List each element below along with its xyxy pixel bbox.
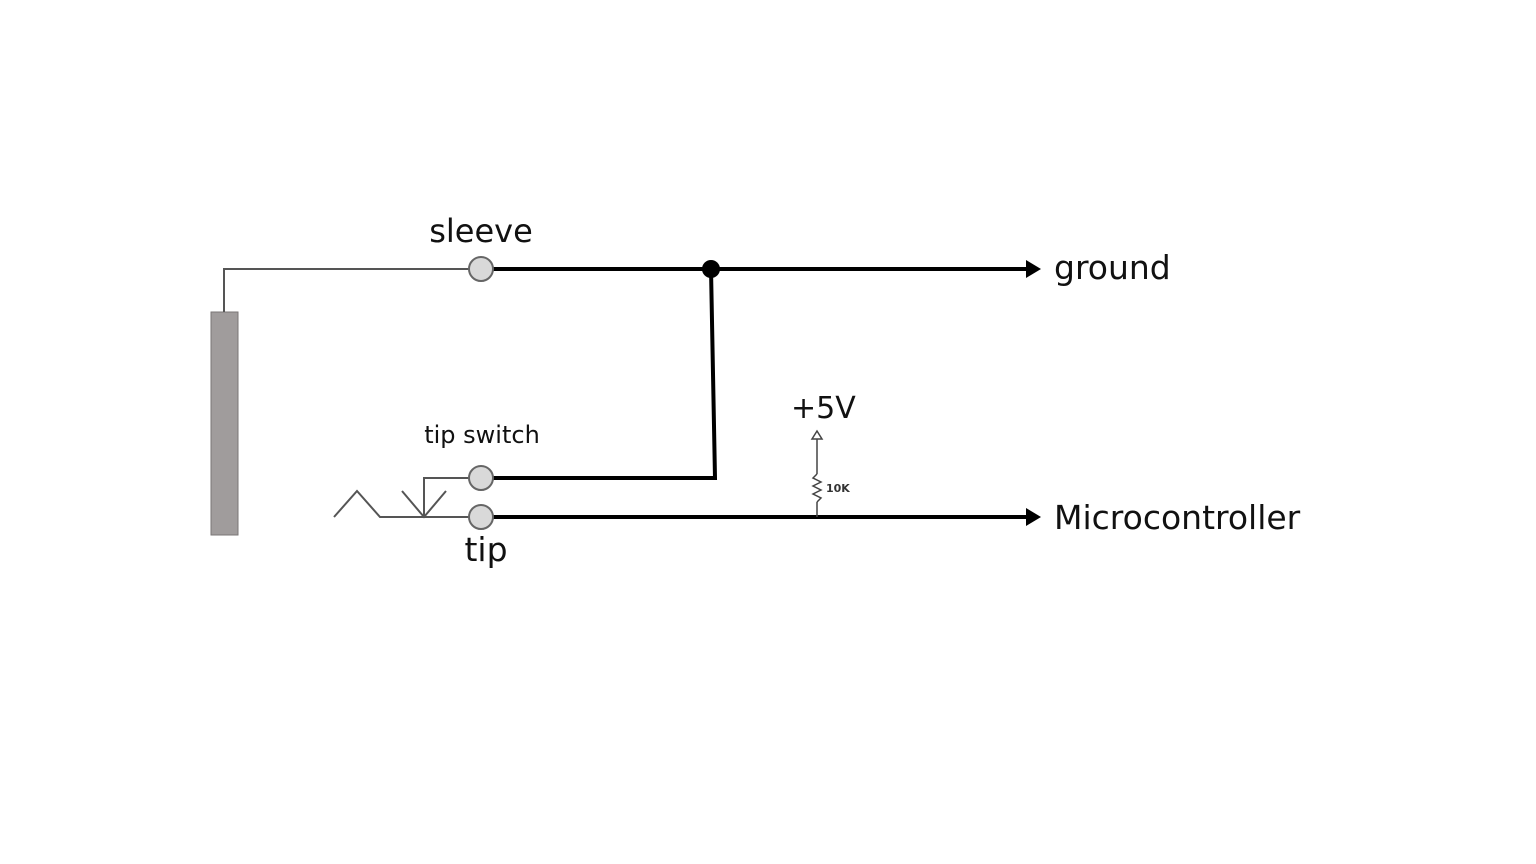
tip-switch-wire: [492, 268, 718, 480]
ground-arrow-icon: [1026, 260, 1041, 278]
ground-junction-dot: [702, 260, 720, 278]
microcontroller-label: Microcontroller: [1054, 498, 1301, 537]
jack-sleeve-lead: [223, 268, 470, 312]
sleeve-label: sleeve: [429, 212, 533, 250]
jack-tip-spring: [333, 489, 470, 518]
tip-switch-label: tip switch: [424, 421, 540, 449]
resistor-value-label: 10K: [826, 482, 850, 495]
tip-switch-terminal: [468, 465, 494, 491]
supply-arrow-icon: [810, 429, 824, 440]
jack-tip-switch-lead: [423, 477, 470, 517]
jack-sleeve-body: [210, 311, 239, 536]
tip-terminal: [468, 504, 494, 530]
sleeve-terminal: [468, 256, 494, 282]
ground-label: ground: [1054, 248, 1171, 287]
supply-label: +5V: [791, 391, 856, 426]
tip-label: tip: [464, 530, 507, 569]
signal-arrow-icon: [1026, 508, 1041, 526]
resistor-zigzag-icon: [811, 473, 823, 503]
